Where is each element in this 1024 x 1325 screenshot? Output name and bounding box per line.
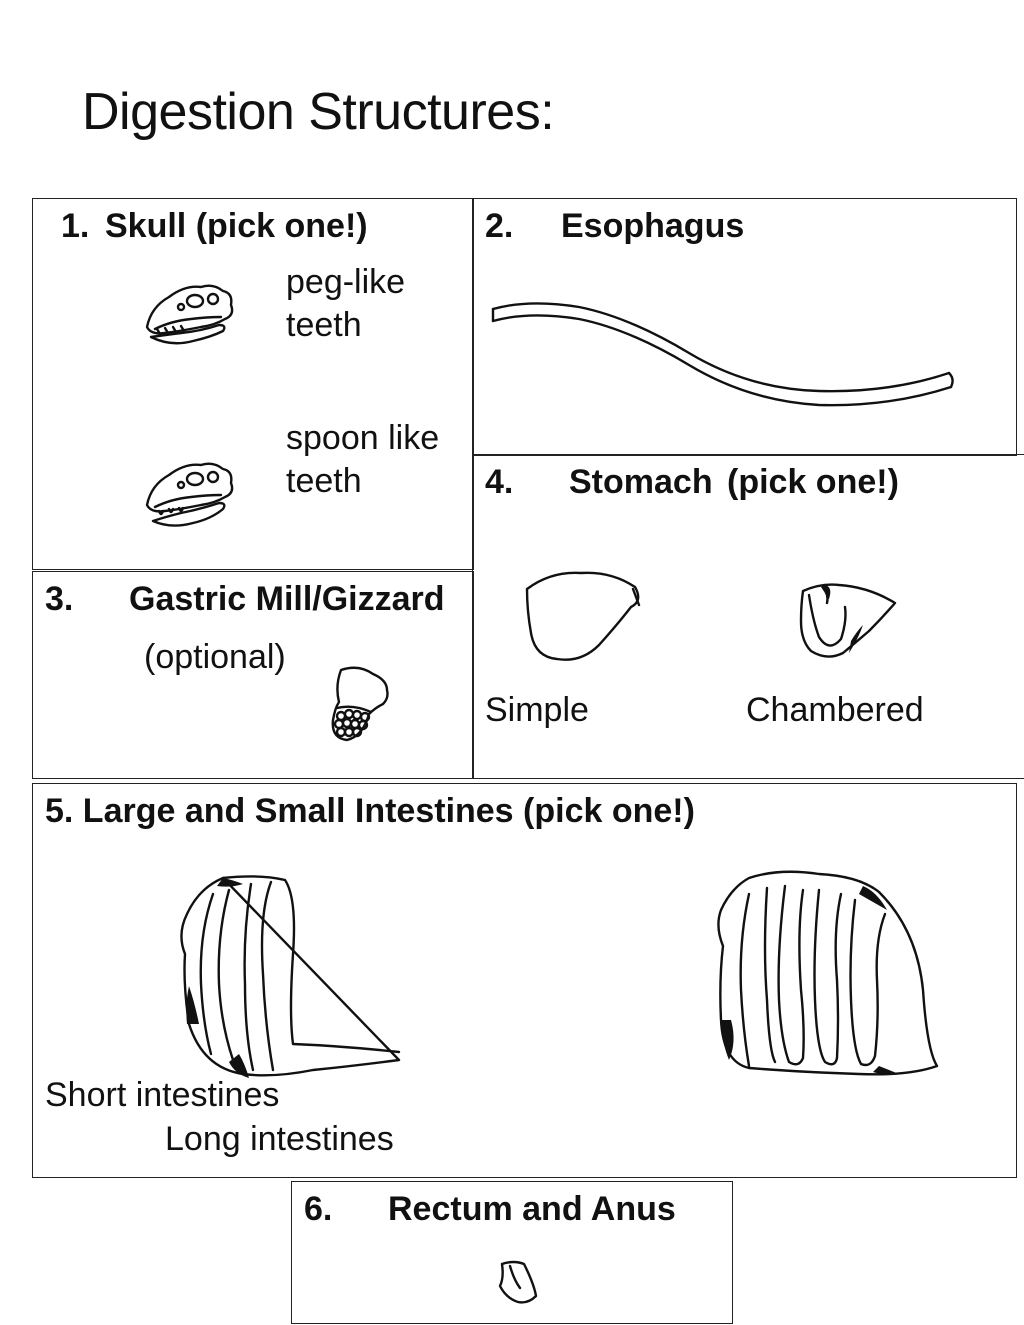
esophagus-title: Esophagus — [561, 207, 745, 245]
long-intestine-icon[interactable] — [709, 870, 945, 1080]
rectum-section: 6. Rectum and Anus — [291, 1181, 733, 1324]
rectum-title: Rectum and Anus — [388, 1190, 676, 1228]
short-intestine-icon[interactable] — [173, 874, 413, 1084]
stomach-section: 4. Stomach (pick one!) Simple Chambered — [472, 454, 1024, 779]
skull-title: Skull (pick one!) — [105, 207, 368, 245]
rectum-icon[interactable] — [494, 1258, 540, 1306]
spoon-teeth-label-line2: teeth — [286, 462, 362, 500]
intestines-title: 5. Large and Small Intestines (pick one!… — [45, 792, 695, 830]
esophagus-section: 2. Esophagus — [472, 198, 1017, 456]
stomach-title: Stomach — [569, 463, 713, 501]
stomach-title-note: (pick one!) — [727, 463, 899, 501]
dinosaur-skull-icon[interactable] — [141, 457, 237, 533]
gizzard-note: (optional) — [144, 638, 286, 676]
dinosaur-skull-icon[interactable] — [141, 277, 237, 353]
simple-stomach-icon[interactable] — [521, 571, 645, 667]
peg-teeth-label-line2: teeth — [286, 306, 362, 344]
esophagus-number: 2. — [485, 207, 514, 245]
spoon-teeth-label-line1: spoon like — [286, 419, 440, 457]
gizzard-section: 3. Gastric Mill/Gizzard (optional) — [32, 571, 474, 779]
skull-section: 1. Skull (pick one!) peg-like teeth spoo… — [32, 198, 474, 570]
gizzard-number: 3. — [45, 580, 74, 618]
rectum-number: 6. — [304, 1190, 333, 1228]
stomach-chambered-label: Chambered — [746, 691, 924, 729]
gizzard-icon[interactable] — [329, 664, 395, 746]
stomach-simple-label: Simple — [485, 691, 589, 729]
intestines-section: 5. Large and Small Intestines (pick one!… — [32, 783, 1017, 1178]
page-title: Digestion Structures: — [82, 83, 555, 141]
peg-teeth-label-line1: peg-like — [286, 263, 406, 301]
gizzard-title: Gastric Mill/Gizzard — [129, 580, 445, 618]
esophagus-tube-icon[interactable] — [489, 297, 959, 417]
skull-number: 1. — [61, 207, 90, 245]
short-intestines-label: Short intestines — [45, 1076, 280, 1114]
chambered-stomach-icon[interactable] — [799, 581, 903, 663]
long-intestines-label: Long intestines — [165, 1120, 394, 1158]
stomach-number: 4. — [485, 463, 514, 501]
